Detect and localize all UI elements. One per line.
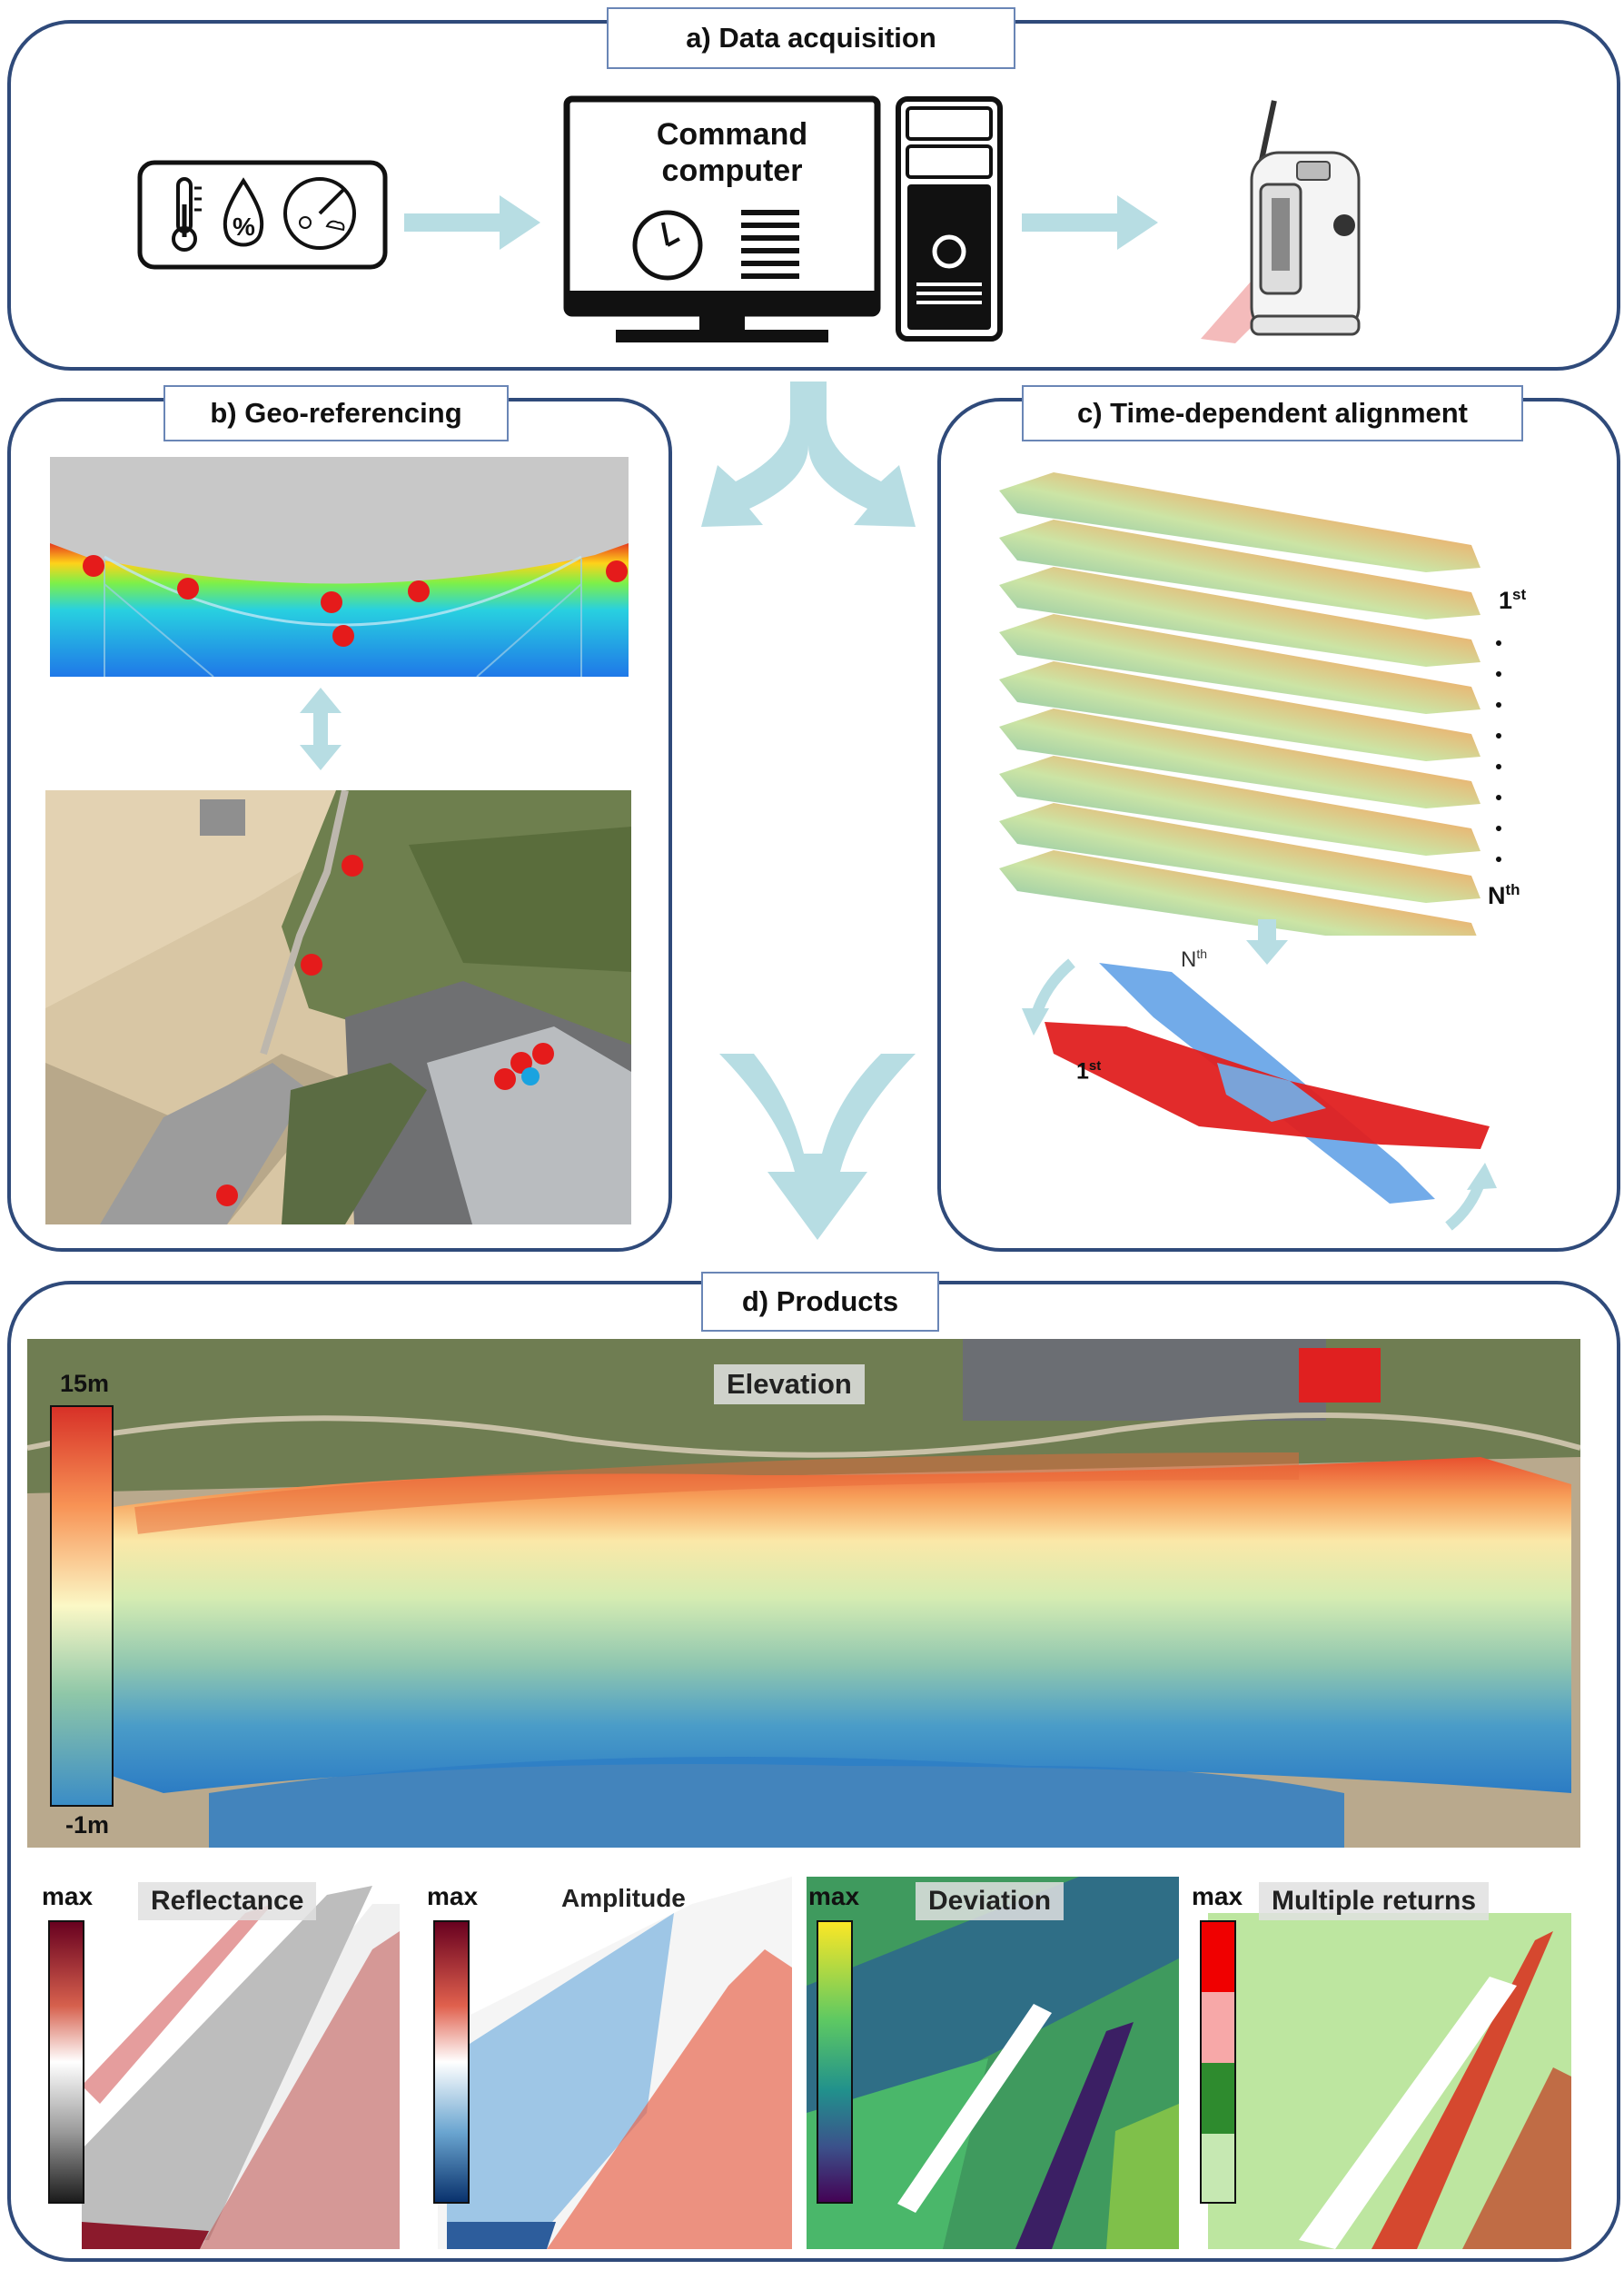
overlap-label-nth: Nth bbox=[1181, 947, 1207, 973]
label-nth-sup: th bbox=[1505, 881, 1520, 898]
double-arrow-vertical bbox=[300, 688, 342, 770]
elevation-map bbox=[27, 1339, 1580, 1848]
deviation-map bbox=[807, 1877, 1179, 2249]
laser-scanner-icon bbox=[1201, 100, 1361, 343]
command-computer-monitor bbox=[563, 95, 881, 342]
list-lines-icon bbox=[741, 210, 799, 279]
thermometer-icon bbox=[172, 177, 202, 252]
amplitude-label: Amplitude bbox=[561, 1884, 686, 1912]
arrow-sensor-to-computer bbox=[404, 195, 540, 250]
pointcloud-strip bbox=[999, 614, 1480, 714]
humidity-icon: % bbox=[223, 177, 264, 247]
arrow-down-small bbox=[1246, 919, 1288, 965]
gcp-marker bbox=[342, 855, 363, 877]
label-nth-main: N bbox=[1488, 882, 1506, 909]
reflectance-map bbox=[82, 1886, 400, 2249]
panel-d-title: d) Products bbox=[701, 1272, 939, 1332]
panel-b-title: b) Geo-referencing bbox=[163, 385, 509, 441]
gcp-marker bbox=[177, 578, 199, 600]
label-first-main: 1 bbox=[1499, 587, 1513, 614]
overlap-clouds bbox=[1022, 958, 1497, 1231]
reflectance-max-label: max bbox=[42, 1882, 94, 1910]
label-first-sup: st bbox=[1512, 586, 1527, 603]
merge-arrow bbox=[719, 1054, 916, 1240]
overlap-first-main: 1 bbox=[1076, 1058, 1089, 1085]
multiple-returns-label: Multiple returns bbox=[1259, 1882, 1490, 1920]
amplitude-max-label: max bbox=[427, 1882, 479, 1910]
computer-label: Command computer bbox=[636, 116, 828, 189]
scanner-location-marker bbox=[521, 1067, 540, 1085]
elevation-min-label: -1m bbox=[65, 1811, 110, 1839]
aerial-image bbox=[45, 790, 631, 1224]
arrow-computer-to-scanner bbox=[1022, 195, 1158, 250]
aligned-pointclouds bbox=[999, 472, 1480, 936]
pointcloud-strip bbox=[999, 803, 1480, 903]
multiple-returns-max-label: max bbox=[1192, 1882, 1243, 1910]
panel-c-title: c) Time-dependent alignment bbox=[1022, 385, 1523, 441]
overlap-label-first: 1st bbox=[1076, 1058, 1101, 1085]
elevation-colorbar bbox=[50, 1405, 114, 1807]
amplitude-colorbar bbox=[433, 1920, 470, 2204]
tower-pc-icon bbox=[896, 96, 1003, 342]
multiple-returns-colorbar bbox=[1200, 1920, 1236, 2204]
pointcloud-strip bbox=[999, 567, 1480, 667]
deviation-max-label: max bbox=[808, 1882, 860, 1910]
elevation-max-label: 15m bbox=[60, 1370, 110, 1397]
clock-icon bbox=[632, 210, 703, 281]
pointcloud-image bbox=[50, 457, 629, 677]
split-arrow bbox=[701, 382, 916, 527]
gcp-marker bbox=[494, 1068, 516, 1090]
label-nth: Nth bbox=[1488, 881, 1520, 910]
gcp-marker bbox=[216, 1185, 238, 1206]
sensor-box: % bbox=[137, 160, 388, 270]
weather-dial-icon bbox=[283, 177, 356, 250]
overlap-first-sup: st bbox=[1088, 1058, 1102, 1074]
deviation-colorbar bbox=[817, 1920, 853, 2204]
computer-label-line1: Command bbox=[656, 117, 808, 152]
gcp-marker bbox=[408, 580, 430, 602]
gcp-marker bbox=[301, 954, 322, 976]
pointcloud-strip bbox=[999, 661, 1480, 761]
pointcloud-strip bbox=[999, 520, 1480, 620]
deviation-label: Deviation bbox=[916, 1882, 1065, 1920]
amplitude-map bbox=[438, 1877, 792, 2249]
computer-label-line2: computer bbox=[661, 154, 803, 188]
reflectance-label: Reflectance bbox=[138, 1882, 317, 1920]
overlap-nth-main: N bbox=[1181, 947, 1197, 972]
label-first: 1st bbox=[1499, 586, 1526, 615]
multiple-returns-map bbox=[1208, 1913, 1571, 2249]
ellipsis-dots bbox=[1496, 640, 1501, 862]
svg-text:%: % bbox=[233, 213, 255, 241]
pointcloud-strip bbox=[999, 709, 1480, 808]
reflectance-colorbar bbox=[48, 1920, 84, 2204]
gcp-marker bbox=[332, 625, 354, 647]
gcp-marker bbox=[321, 591, 342, 613]
elevation-label: Elevation bbox=[714, 1364, 865, 1404]
pointcloud-strip bbox=[999, 850, 1477, 936]
gcp-marker bbox=[532, 1043, 554, 1065]
gcp-marker bbox=[83, 555, 104, 577]
pointcloud-strip bbox=[999, 472, 1480, 572]
gcp-marker bbox=[606, 560, 628, 582]
overlap-nth-sup: th bbox=[1196, 947, 1208, 961]
pointcloud-strip bbox=[999, 756, 1480, 856]
panel-a-title: a) Data acquisition bbox=[607, 7, 1015, 69]
